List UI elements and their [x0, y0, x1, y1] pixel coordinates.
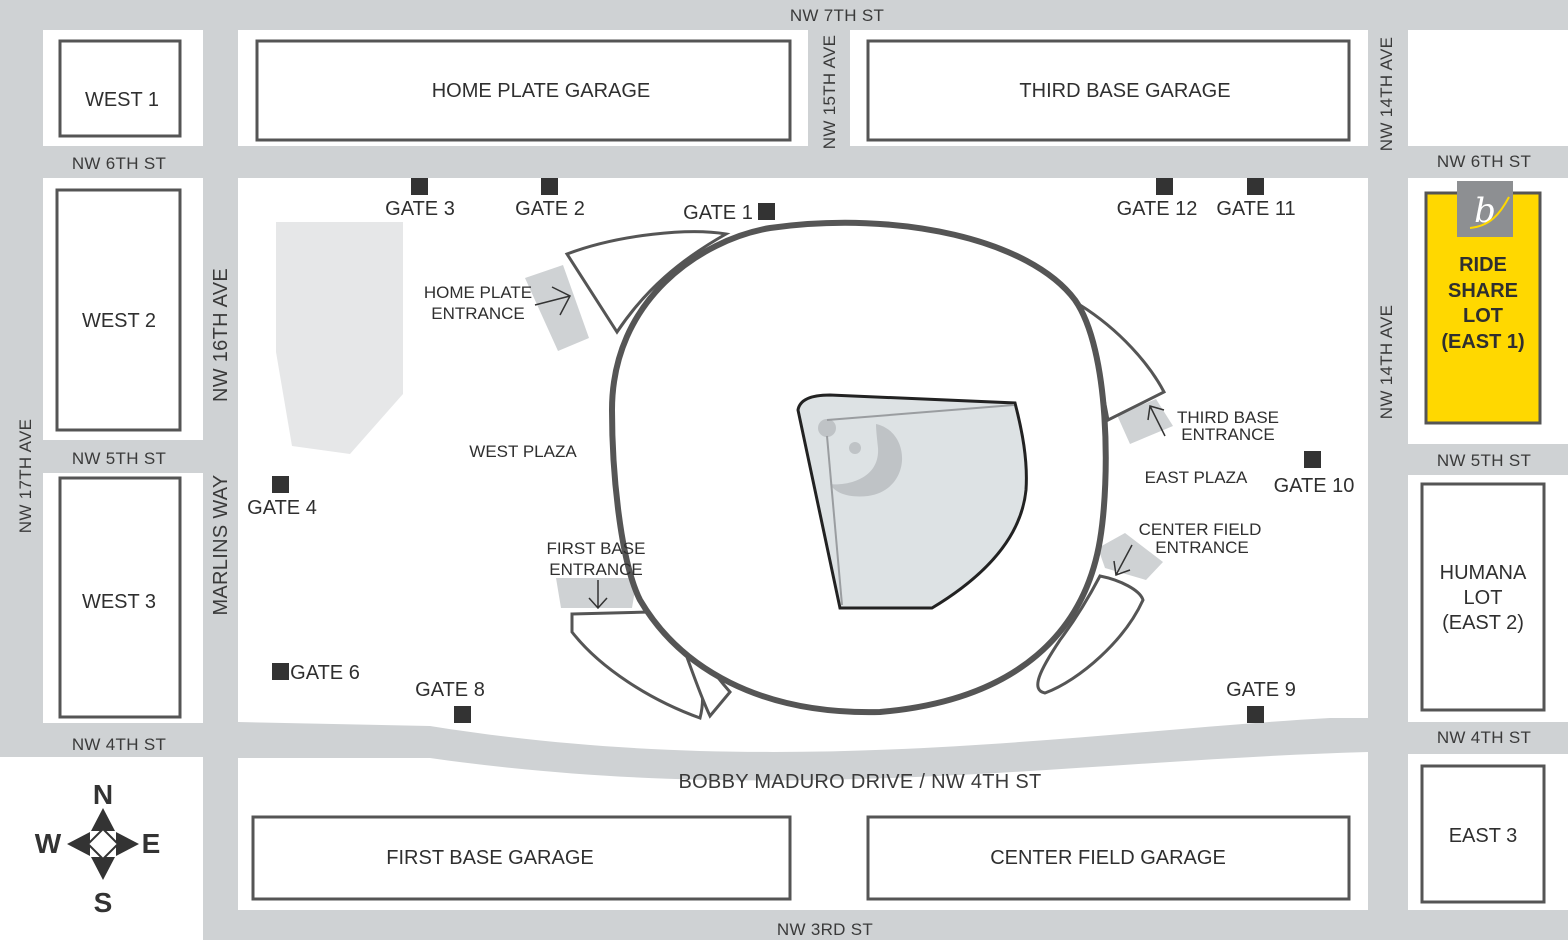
foul-line-left: [826, 435, 843, 606]
gate-markers: [272, 178, 1321, 723]
lot-label-rideshare-line-2: SHARE: [1448, 280, 1518, 302]
compass-north-arrow: [91, 808, 115, 831]
lot-label-rideshare-line-1: RIDE: [1459, 254, 1507, 276]
home-plate-garage[interactable]: HOME PLATE GARAGE: [432, 80, 651, 102]
gate-label-9[interactable]: GATE 9: [1226, 679, 1296, 701]
gate-label-1[interactable]: GATE 1: [683, 202, 753, 224]
lot-label-center-field-garage: CENTER FIELD GARAGE: [990, 847, 1226, 869]
street-nw-14th-ave-north: NW 14TH AVE: [1377, 37, 1396, 151]
first-base-garage[interactable]: FIRST BASE GARAGE: [386, 847, 593, 869]
street-nw-3rd: NW 3RD ST: [777, 920, 873, 939]
gate-label-2[interactable]: GATE 2: [515, 198, 585, 220]
entrance-arrows: [534, 286, 1166, 610]
compass-south-arrow: [91, 857, 115, 880]
west-plaza-shaded-area: [276, 222, 403, 454]
west-2-lot[interactable]: WEST 2: [82, 310, 156, 332]
rideshare-logo-icon: b: [1474, 191, 1496, 231]
gate-label-6[interactable]: GATE 6: [290, 662, 360, 684]
east-3-lot[interactable]: EAST 3: [1449, 825, 1518, 847]
west-plaza-label: WEST PLAZA: [469, 442, 577, 461]
compass-n-label: N: [93, 779, 113, 810]
west-1-lot[interactable]: WEST 1: [85, 89, 159, 111]
east-plaza-label: EAST PLAZA: [1145, 468, 1248, 487]
street-nw-4th-west: NW 4TH ST: [72, 735, 166, 754]
compass-e-label: E: [142, 828, 161, 859]
center-field-entrance-line-2[interactable]: ENTRANCE: [1155, 538, 1249, 557]
rideshare-logo-badge: [1457, 181, 1513, 237]
street-nw-17th-ave: NW 17TH AVE: [16, 419, 35, 533]
lot-outlines: [55, 39, 1546, 904]
third-base-garage[interactable]: THIRD BASE GARAGE: [1019, 80, 1230, 102]
lot-label-humana-line-3: (EAST 2): [1442, 612, 1524, 634]
humana-lot[interactable]: HUMANA LOT (EAST 2): [1440, 562, 1527, 634]
lot-label-west-1: WEST 1: [85, 89, 159, 111]
center-field-entrance-line-1[interactable]: CENTER FIELD: [1139, 520, 1262, 539]
street-nw-5th-east: NW 5TH ST: [1437, 451, 1531, 470]
first-base-entrance-line-1[interactable]: FIRST BASE: [547, 539, 646, 558]
lot-label-first-base-garage: FIRST BASE GARAGE: [386, 847, 593, 869]
gate-label-10[interactable]: GATE 10: [1274, 475, 1355, 497]
lot-label-humana-line-1: HUMANA: [1440, 562, 1527, 584]
lot-label-east-3: EAST 3: [1449, 825, 1518, 847]
center-field-garage[interactable]: CENTER FIELD GARAGE: [990, 847, 1226, 869]
lot-label-humana-line-2: LOT: [1464, 587, 1503, 609]
compass-center: [86, 827, 120, 861]
lot-label-home-plate-garage: HOME PLATE GARAGE: [432, 80, 651, 102]
lot-label-third-base-garage: THIRD BASE GARAGE: [1019, 80, 1230, 102]
pitcher-mound: [849, 442, 861, 454]
gate-label-11[interactable]: GATE 11: [1216, 198, 1295, 220]
rideshare-logo-swoosh: [1469, 196, 1510, 229]
infield-arc: [830, 424, 903, 497]
home-plate-entrance-line-2[interactable]: ENTRANCE: [431, 304, 525, 323]
entrance-pads: [525, 265, 1173, 608]
foul-line-right: [826, 404, 1015, 421]
street-bobby-maduro: BOBBY MADURO DRIVE / NW 4TH ST: [678, 771, 1041, 793]
home-plate-circle: [818, 419, 836, 437]
lot-label-west-3: WEST 3: [82, 591, 156, 613]
street-marlins-way: MARLINS WAY: [210, 474, 232, 615]
street-nw-7th: NW 7TH ST: [790, 6, 884, 25]
first-base-entrance-line-2[interactable]: ENTRANCE: [549, 560, 643, 579]
third-base-entrance-line-1[interactable]: THIRD BASE: [1177, 408, 1279, 427]
compass-east-arrow: [116, 832, 139, 856]
compass-west-arrow: [67, 832, 90, 856]
street-nw-16th-ave: NW 16TH AVE: [210, 268, 232, 402]
lot-label-rideshare-line-3: LOT: [1463, 305, 1503, 327]
third-base-entrance-line-2[interactable]: ENTRANCE: [1181, 425, 1275, 444]
compass-w-label: W: [35, 828, 62, 859]
lot-label-rideshare-line-4: (EAST 1): [1441, 331, 1524, 353]
west-3-lot[interactable]: WEST 3: [82, 591, 156, 613]
gate-label-3[interactable]: GATE 3: [385, 198, 455, 220]
gate-label-4[interactable]: GATE 4: [247, 497, 317, 519]
street-nw-6th-east: NW 6TH ST: [1437, 152, 1531, 171]
lot-label-west-2: WEST 2: [82, 310, 156, 332]
street-nw-4th-east: NW 4TH ST: [1437, 728, 1531, 747]
gate-label-8[interactable]: GATE 8: [415, 679, 485, 701]
rideshare-lot-labels[interactable]: RIDE SHARE LOT (EAST 1): [1441, 254, 1524, 353]
street-nw-15th-ave: NW 15TH AVE: [820, 35, 839, 149]
home-plate-entrance-line-1[interactable]: HOME PLATE: [424, 283, 532, 302]
street-nw-6th-west: NW 6TH ST: [72, 154, 166, 173]
compass-rose: N S W E: [35, 779, 161, 918]
street-nw-5th-west: NW 5TH ST: [72, 449, 166, 468]
street-nw-14th-ave-mid: NW 14TH AVE: [1377, 305, 1396, 419]
compass-s-label: S: [94, 887, 113, 918]
gate-label-12[interactable]: GATE 12: [1117, 198, 1198, 220]
